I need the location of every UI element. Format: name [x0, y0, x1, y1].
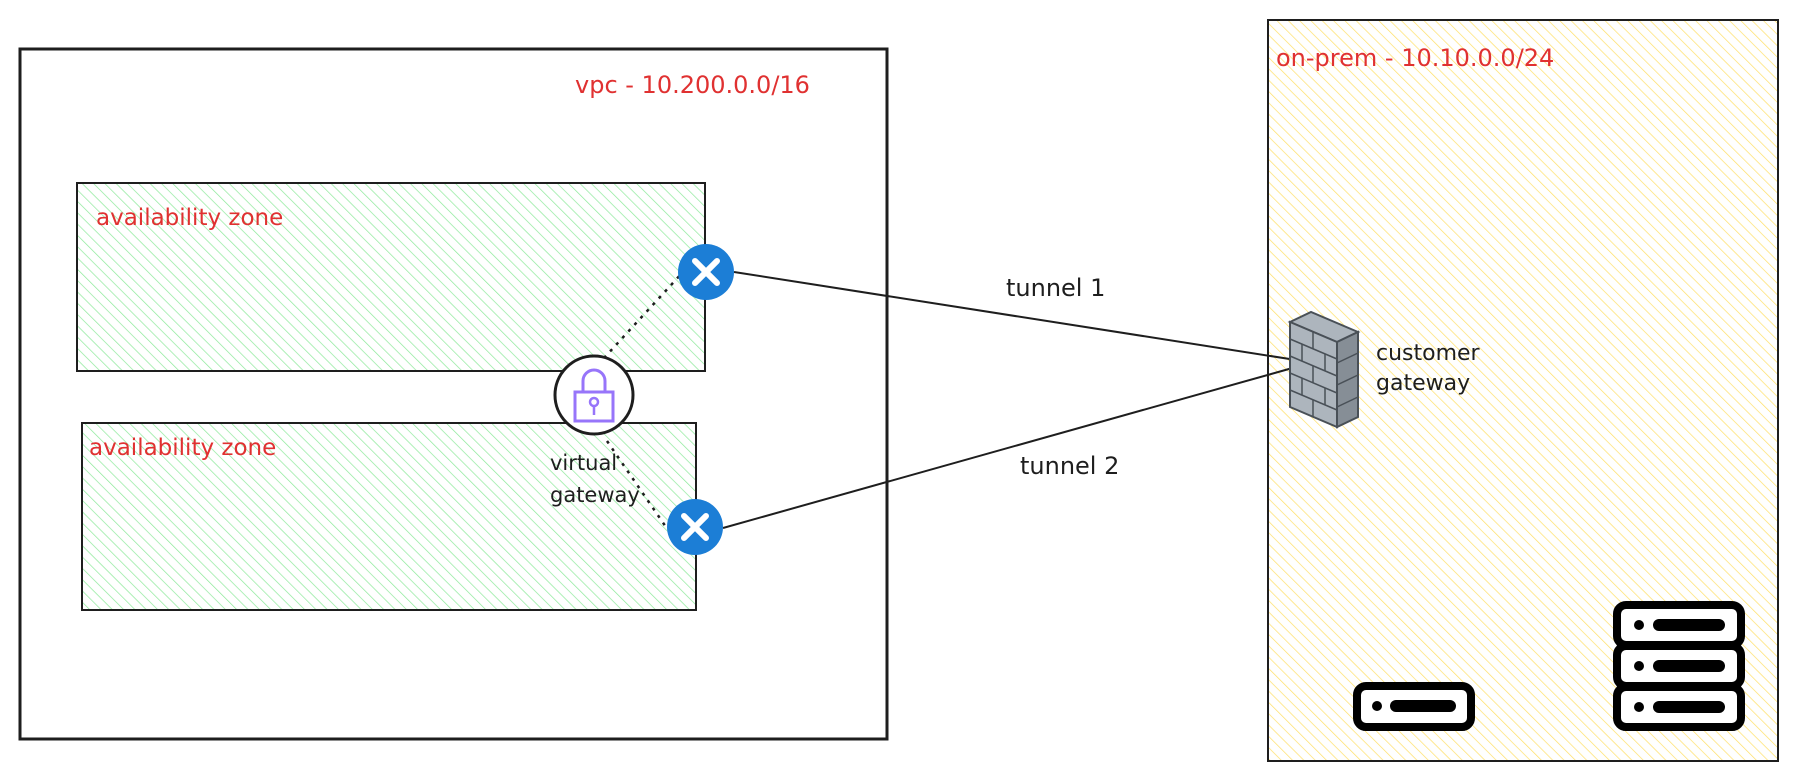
- virtual-gateway-label-line2: gateway: [550, 483, 640, 507]
- tunnel-1-label: tunnel 1: [1006, 274, 1105, 302]
- customer-gateway-label-line2: gateway: [1376, 371, 1470, 396]
- vpc-boundary: vpc - 10.200.0.0/16: [18, 47, 889, 741]
- vpn-endpoint-icon: [667, 499, 723, 555]
- tunnel-2-label: tunnel 2: [1020, 452, 1119, 480]
- vgw-connector-1: [603, 271, 684, 359]
- customer-gateway-label-line1: customer: [1376, 341, 1481, 366]
- server-rack-icon: [1613, 601, 1745, 731]
- vpc-label: vpc - 10.200.0.0/16: [575, 71, 810, 99]
- virtual-gateway: virtual gateway: [550, 354, 640, 507]
- server-icon: [1353, 682, 1475, 731]
- tunnel-1-line: [733, 271, 1297, 361]
- availability-zone-2: availability zone: [81, 422, 697, 611]
- tunnel-2-line: [722, 366, 1297, 529]
- virtual-gateway-label-line1: virtual: [550, 451, 617, 475]
- az1-label: availability zone: [96, 205, 283, 231]
- availability-zone-1: availability zone: [76, 182, 706, 372]
- customer-gateway: customer gateway: [1287, 310, 1481, 429]
- vpn-endpoint-icon: [678, 244, 734, 300]
- firewall-icon: [1287, 310, 1361, 429]
- onprem-label: on-prem - 10.10.0.0/24: [1276, 44, 1554, 72]
- az2-label: availability zone: [89, 435, 276, 461]
- lock-icon: [573, 368, 615, 423]
